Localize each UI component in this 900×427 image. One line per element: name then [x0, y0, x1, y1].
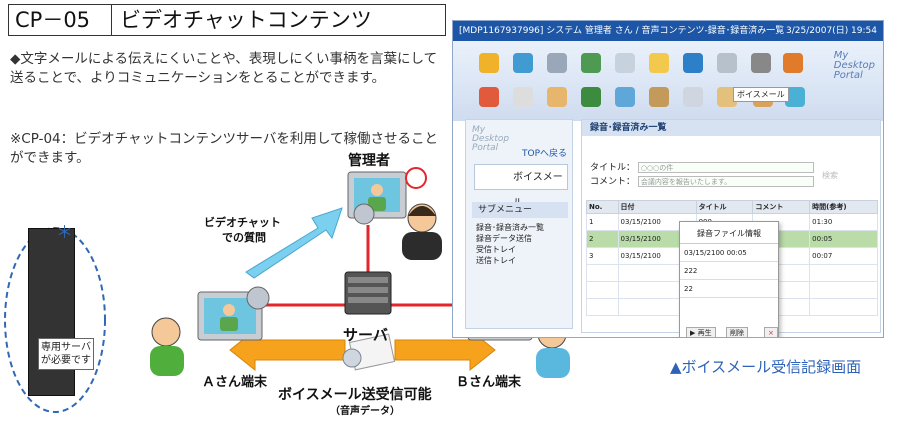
cell-time: 00:05 — [809, 230, 878, 248]
dedicated-server-icon — [28, 228, 75, 396]
toolbar-icon-7[interactable] — [683, 53, 703, 73]
cell-no: 1 — [586, 213, 619, 231]
header-code: CP－05 — [9, 5, 112, 35]
title-row: タイトル： ○○○の件 — [590, 160, 814, 173]
popup-line-comment: 22 — [680, 280, 778, 298]
screenshot-caption: ▲ボイスメール受信記録画面 — [670, 358, 862, 376]
popup-line-title: 222 — [680, 262, 778, 280]
admin-person-icon — [402, 167, 442, 260]
col-comment: コメント — [752, 200, 811, 214]
close-icon[interactable]: × — [764, 327, 778, 337]
admin-monitor-icon — [347, 171, 407, 225]
col-time: 時間(参考) — [809, 200, 878, 214]
popup-line-datetime: 03/15/2100 00:05 — [680, 244, 778, 262]
voicemail-button[interactable]: ボイスメール — [474, 164, 568, 209]
col-title: タイトル — [695, 200, 754, 214]
toolbar-icon-9[interactable] — [751, 53, 771, 73]
toolbar-icon-15[interactable] — [615, 87, 635, 107]
panel-title: 録音･録音済み一覧 — [582, 120, 880, 136]
envelope-icon — [342, 333, 396, 371]
recording-info-popup: 録音ファイル情報 03/15/2100 00:05 222 22 ▶ 再生 削除… — [679, 221, 779, 337]
video-question-label: での質問 — [222, 231, 266, 244]
tooltip: ボイスメール — [733, 87, 789, 102]
server-icon — [344, 271, 392, 315]
info-icon[interactable] — [479, 53, 499, 73]
cell-no: 2 — [586, 230, 619, 248]
col-date: 日付 — [617, 200, 697, 214]
cell-time: 00:07 — [809, 247, 878, 265]
left-logo-line-2: Desktop — [472, 134, 510, 144]
submenu-item-recordings[interactable]: 録音･録音済み一覧 — [476, 223, 544, 232]
search-button[interactable]: 検索 — [822, 171, 838, 180]
logo-line-1: My — [833, 50, 849, 61]
toolbar-icon-10[interactable] — [783, 53, 803, 73]
submenu-list: 録音･録音済み一覧 録音データ送信 受信トレイ 送信トレイ — [476, 222, 544, 266]
submenu-item-send[interactable]: 録音データ送信 — [476, 234, 532, 243]
server-label: サーバ — [343, 326, 388, 344]
top-back-link[interactable]: TOPへ戻る — [522, 149, 568, 159]
description-text: ◆文字メールによる伝えにくいことや、表現しにくい事柄を言葉にして送ることで、より… — [10, 51, 438, 86]
cell-time: 01:30 — [809, 213, 878, 231]
submenu-item-outbox[interactable]: 送信トレイ — [476, 256, 516, 265]
terminal-b-label: Ｂさん端末 — [456, 375, 522, 390]
video-chat-arrow — [245, 207, 343, 279]
note-text: ※CP-04：ビデオチャットコンテンツサーバを利用して稼働させることができます。 — [10, 131, 438, 166]
titlebar-right: 3/25/2007(日) 19:54 — [786, 26, 877, 36]
left-pane: My Desktop Portal TOPへ戻る ボイスメール サブメニュー 録… — [465, 119, 573, 329]
comment-input[interactable]: 会議内容を報告いたします。 — [637, 176, 814, 187]
asterisk-mark: ＊ — [56, 223, 73, 243]
play-button[interactable]: ▶ 再生 — [686, 327, 716, 337]
toolbar-icon-3[interactable] — [547, 53, 567, 73]
header-title: ビデオチャットコンテンツ — [120, 8, 372, 32]
left-logo-line-1: My — [472, 125, 486, 135]
submenu-item-inbox[interactable]: 受信トレイ — [476, 245, 516, 254]
terminal-a-person-icon — [150, 317, 184, 376]
server-note: 専用サーバが必要です — [38, 338, 94, 370]
video-chat-label: ビデオチャット — [204, 216, 281, 229]
logo-line-2: Desktop — [833, 60, 875, 71]
toolbar-icon-18[interactable] — [717, 87, 737, 107]
toolbar-icon-6[interactable] — [649, 53, 669, 73]
comment-row: コメント： 会議内容を報告いたします。 — [590, 174, 814, 187]
voicemail-sub-label: （音声データ） — [330, 406, 400, 417]
toolbar-icon-12[interactable] — [513, 87, 533, 107]
left-portal-logo: My Desktop Portal — [472, 126, 509, 153]
toolbar-icon-20[interactable] — [785, 87, 805, 107]
col-no: No. — [586, 200, 619, 214]
screenshot-panel: [MDP1167937996] システム 管理者 さん / 音声コンテンツ-録音… — [452, 20, 884, 338]
terminal-a-monitor-icon — [197, 286, 270, 341]
toolbar-icon-16[interactable] — [649, 87, 669, 107]
icon-toolbar: ボイスメール My Desktop Portal — [453, 41, 883, 121]
toolbar-icon-5[interactable] — [615, 53, 635, 73]
table-header-row: No. 日付 タイトル コメント 時間(参考) — [586, 200, 878, 214]
title-label: タイトル： — [590, 163, 636, 173]
toolbar-icon-13[interactable] — [547, 87, 567, 107]
toolbar-icon-11[interactable] — [479, 87, 499, 107]
popup-title: 録音ファイル情報 — [680, 222, 778, 244]
left-logo-line-3: Portal — [472, 143, 499, 153]
comment-label: コメント： — [590, 177, 636, 187]
titlebar-left: [MDP1167937996] システム 管理者 さん / 音声コンテンツ-録音… — [459, 26, 785, 36]
right-pane: 録音･録音済み一覧 タイトル： ○○○の件 コメント： 会議内容を報告いたします… — [581, 119, 881, 333]
app-titlebar: [MDP1167937996] システム 管理者 さん / 音声コンテンツ-録音… — [453, 21, 883, 41]
delete-button[interactable]: 削除 — [726, 327, 748, 337]
submenu-header: サブメニュー — [472, 202, 568, 218]
toolbar-icon-2[interactable] — [513, 53, 533, 73]
title-input[interactable]: ○○○の件 — [637, 162, 814, 173]
portal-logo: My Desktop Portal — [834, 51, 875, 81]
toolbar-icon-17[interactable] — [683, 87, 703, 107]
toolbar-icon-8[interactable] — [717, 53, 737, 73]
toolbar-icon-4[interactable] — [581, 53, 601, 73]
logo-line-3: Portal — [833, 70, 863, 81]
header-box: CP－05 ビデオチャットコンテンツ — [8, 4, 446, 36]
cell-no: 3 — [586, 247, 619, 265]
toolbar-icon-14[interactable] — [581, 87, 601, 107]
cell-date: 03/15/2100 — [617, 230, 697, 248]
voicemail-label: ボイスメール送受信可能 — [278, 387, 432, 403]
admin-label: 管理者 — [348, 153, 390, 169]
terminal-a-label: Ａさん端末 — [202, 375, 268, 390]
